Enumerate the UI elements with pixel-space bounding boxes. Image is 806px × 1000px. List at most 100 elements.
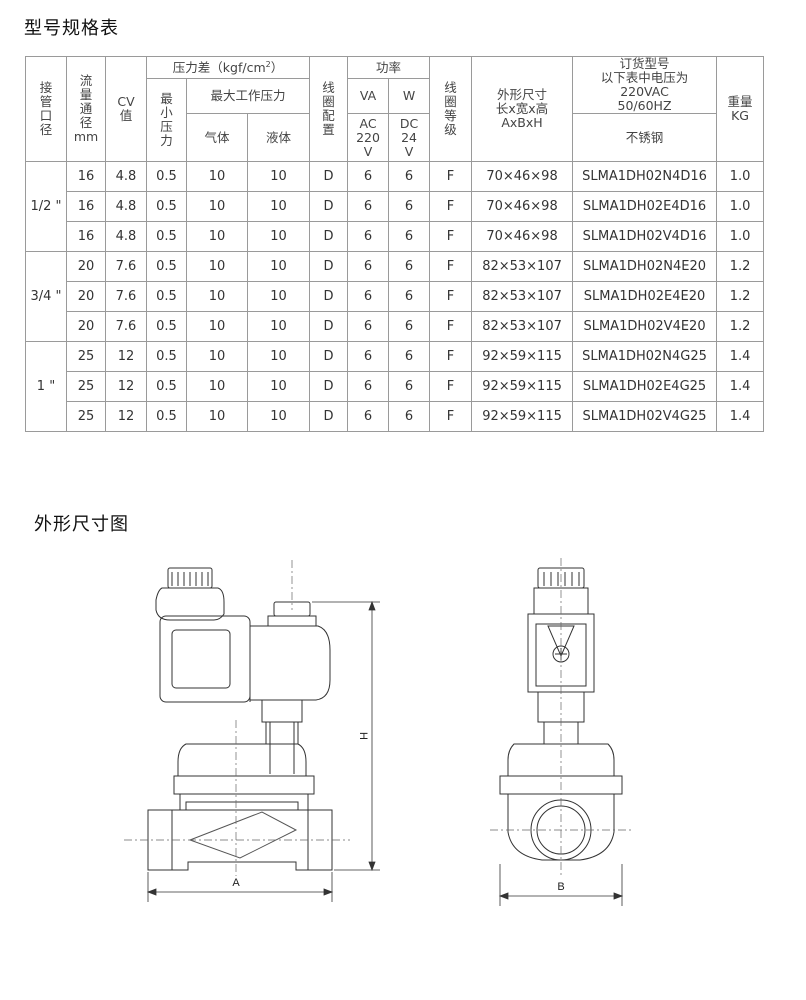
cell-coil: D [309,221,349,252]
cell-min: 0.5 [146,311,187,342]
cell-w: 6 [388,191,431,222]
cell-kg: 1.2 [716,251,765,282]
cell-va: 6 [347,251,390,282]
header-gas: 气体 [186,113,248,162]
cell-cv: 4.8 [105,161,147,192]
cell-min: 0.5 [146,221,187,252]
cell-min: 0.5 [146,191,187,222]
cell-flow: 16 [66,161,106,192]
cell-model: SLMA1DH02E4D16 [572,191,718,222]
dimension-drawing: A B H [124,558,632,906]
cell-liquid: 10 [246,161,311,192]
cell-model: SLMA1DH02N4G25 [572,341,718,372]
cell-dim: 82×53×107 [471,281,574,312]
cell-flow: 20 [66,281,106,312]
cell-cv: 7.6 [105,311,147,342]
cell-kg: 1.4 [716,371,765,402]
cell-cls: F [429,221,473,252]
cell-model: SLMA1DH02N4D16 [572,161,718,192]
cell-gas: 10 [186,281,248,312]
cell-model: SLMA1DH02E4G25 [572,371,718,402]
cell-coil: D [309,311,349,342]
header-port: 接管口径 [25,56,67,162]
dimension-label-a: A [232,877,240,889]
header-coil-class: 线圈等级 [429,56,473,162]
cell-dim: 92×59×115 [471,371,574,402]
header-power: 功率 [347,56,431,79]
cell-cls: F [429,341,473,372]
cell-gas: 10 [186,401,248,432]
cell-dim: 70×46×98 [471,221,574,252]
header-min-pressure: 最小压力 [146,78,187,162]
cell-liquid: 10 [246,281,311,312]
cell-flow: 16 [66,191,106,222]
cell-liquid: 10 [246,401,311,432]
cell-w: 6 [388,221,431,252]
cell-model: SLMA1DH02V4E20 [572,311,718,342]
cell-w: 6 [388,311,431,342]
header-dc: DC 24 V [388,113,431,162]
cell-dim: 82×53×107 [471,251,574,282]
spec-table-title: 型号规格表 [24,18,119,39]
dimension-label-b: B [557,881,564,893]
cell-coil: D [309,401,349,432]
cell-model: SLMA1DH02N4E20 [572,251,718,282]
cell-kg: 1.0 [716,161,765,192]
cell-kg: 1.0 [716,221,765,252]
dimension-drawing-title: 外形尺寸图 [34,514,129,535]
header-material: 不锈钢 [572,113,718,162]
port-size-cell: 3/4 " [25,251,67,342]
header-pressure-group: 压力差（kgf/cm2） [145,56,311,79]
cell-va: 6 [347,401,390,432]
cell-va: 6 [347,161,390,192]
header-ac: AC 220 V [347,113,390,162]
cell-cls: F [429,281,473,312]
cell-gas: 10 [186,221,248,252]
cell-coil: D [309,281,349,312]
cell-coil: D [309,251,349,282]
cell-va: 6 [347,221,390,252]
cell-cv: 4.8 [105,191,147,222]
cell-w: 6 [388,401,431,432]
cell-va: 6 [347,191,390,222]
cell-model: SLMA1DH02E4E20 [572,281,718,312]
cell-min: 0.5 [146,281,187,312]
cell-liquid: 10 [246,251,311,282]
cell-gas: 10 [186,311,248,342]
header-cv: CV值 [105,56,147,162]
cell-kg: 1.0 [716,191,765,222]
cell-dim: 92×59×115 [471,401,574,432]
cell-flow: 20 [66,311,106,342]
cell-va: 6 [347,281,390,312]
cell-liquid: 10 [246,221,311,252]
cell-cv: 12 [105,401,147,432]
cell-cls: F [429,251,473,282]
cell-gas: 10 [186,341,248,372]
cell-gas: 10 [186,371,248,402]
cell-dim: 92×59×115 [471,341,574,372]
cell-cls: F [429,371,473,402]
cell-model: SLMA1DH02V4G25 [572,401,718,432]
cell-gas: 10 [186,191,248,222]
cell-w: 6 [388,251,431,282]
cell-flow: 20 [66,251,106,282]
cell-cls: F [429,311,473,342]
cell-min: 0.5 [146,161,187,192]
cell-coil: D [309,371,349,402]
cell-min: 0.5 [146,371,187,402]
cell-cls: F [429,191,473,222]
cell-w: 6 [388,281,431,312]
cell-w: 6 [388,371,431,402]
cell-liquid: 10 [246,191,311,222]
cell-cv: 7.6 [105,281,147,312]
cell-cls: F [429,401,473,432]
cell-va: 6 [347,371,390,402]
cell-flow: 25 [66,371,106,402]
